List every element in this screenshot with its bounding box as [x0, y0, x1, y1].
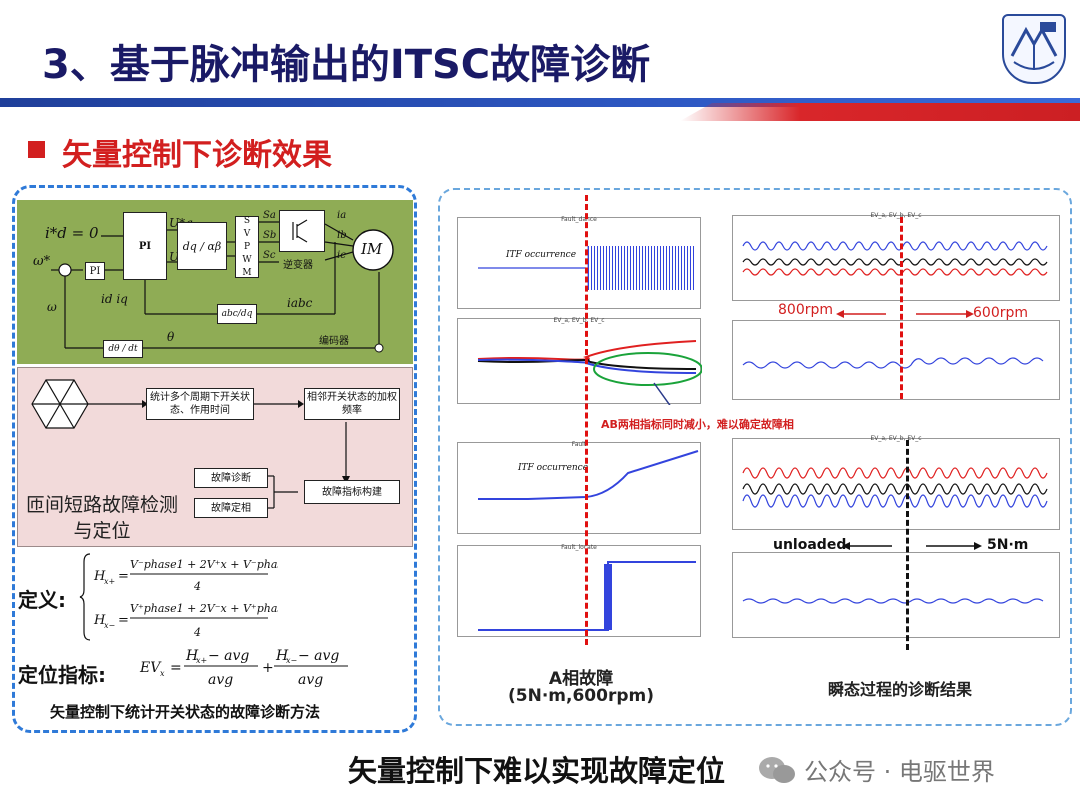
section-subtitle: 矢量控制下诊断效果 — [62, 138, 332, 173]
load-right-label: 5N·m — [987, 537, 1029, 553]
svg-text:=: = — [118, 569, 129, 584]
definition-formula: Hx+= V⁻phase1 + 2V⁺x + V⁻phase2 4 Hx−= V… — [79, 553, 278, 641]
plot-ev-load-change: EV_a, EV_b, EV_c — [732, 435, 1060, 530]
inverter-block — [279, 210, 325, 252]
plot-ev-speed-change-b — [732, 320, 1060, 400]
speed-right-label: 600rpm — [973, 305, 1029, 321]
derivative-block: dθ / dt — [103, 340, 143, 358]
igbt-icon — [292, 219, 308, 243]
omega-ref-label: ω* — [33, 254, 51, 269]
svg-text:x+: x+ — [196, 656, 207, 665]
flow-box-locate: 故障定相 — [194, 498, 268, 518]
itf-label-1: ITF occurrence — [506, 250, 577, 260]
caption-left-line2: (5N·m,600rpm) — [508, 686, 654, 706]
pi-speed-block: PI — [85, 262, 105, 280]
page-title: 3、基于脉冲输出的ITSC故障诊断 — [42, 42, 651, 88]
svg-text:+: + — [262, 660, 274, 676]
header-accent-bar — [680, 103, 1080, 121]
svg-text:4: 4 — [193, 580, 201, 593]
svg-text:x+: x+ — [104, 577, 115, 586]
ia-label: ia — [337, 210, 347, 221]
plot-ev-indicators-a: EV_a, EV_b, EV_c — [457, 317, 703, 412]
speed-arrows — [836, 310, 974, 318]
caption-right: 瞬态过程的诊断结果 — [827, 680, 972, 699]
fault-time-marker — [585, 195, 588, 645]
caption-left-line1: A相故障 — [548, 669, 614, 689]
pi-current-block: PI — [123, 212, 167, 280]
flow-arrows — [31, 379, 350, 509]
speed-change-marker — [900, 217, 903, 399]
svg-text:H: H — [93, 613, 106, 628]
watermark-text: 公众号 · 电驱世界 — [804, 758, 995, 786]
left-method-panel — [12, 185, 417, 733]
sc-label: Sc — [263, 250, 276, 261]
right-results-panel — [438, 188, 1072, 726]
load-left-label: unloaded — [773, 537, 847, 553]
abc-dq-block: abc/dq — [217, 304, 257, 324]
left-caption: 矢量控制下统计开关状态的故障诊断方法 — [50, 703, 321, 721]
svg-text:x−: x− — [286, 656, 297, 665]
bullet-square-icon — [28, 141, 45, 158]
fault-oscillation — [588, 246, 696, 290]
flow-box-weighted-frequency: 相邻开关状态的加权频率 — [304, 388, 400, 420]
flow-box-diagnosis: 故障诊断 — [194, 468, 268, 488]
svg-text:H: H — [185, 648, 199, 664]
svg-text:H: H — [93, 569, 106, 584]
definition-label: 定义: — [18, 588, 66, 612]
dq-alphabeta-block: dq / αβ — [177, 222, 227, 270]
control-block-diagram: i*d = 0 ω* PI PI U*q U*d dq / αβ S V P W… — [17, 200, 413, 364]
header-divider — [0, 98, 1080, 107]
plot-ev-speed-change: EV_a, EV_b, EV_c — [732, 212, 1060, 301]
conclusion-text: 矢量控制下难以实现故障定位 — [348, 754, 726, 788]
theta-label: θ — [167, 330, 175, 344]
encoder-label: 编码器 — [319, 336, 349, 347]
omega-label: ω — [47, 300, 57, 314]
university-logo — [1002, 14, 1066, 84]
wechat-icon — [757, 754, 797, 786]
id-ref-label: i*d = 0 — [45, 224, 99, 242]
load-arrows — [842, 542, 982, 550]
locate-label: 定位指标: — [18, 663, 106, 687]
diagnosis-flow-panel: 统计多个周期下开关状态、作用时间 相邻开关状态的加权频率 故障指标构建 故障诊断… — [17, 367, 413, 547]
svg-text:x: x — [160, 669, 165, 678]
svg-text:=: = — [170, 660, 182, 676]
svg-text:− avg: − avg — [298, 648, 339, 664]
sa-label: Sa — [263, 210, 276, 221]
svg-text:avg: avg — [298, 672, 323, 688]
sb-label: Sb — [263, 230, 277, 241]
id-iq-label: id iq — [101, 292, 128, 306]
svg-text:=: = — [118, 613, 129, 628]
flow-description: 匝间短路故障检测与定位 — [25, 494, 178, 542]
speed-left-label: 800rpm — [778, 302, 834, 318]
motor-label: IM — [361, 240, 383, 258]
svg-text:V⁻phase1 + 2V⁺x + V⁻phase2: V⁻phase1 + 2V⁺x + V⁻phase2 — [130, 558, 278, 571]
svg-text:EV: EV — [139, 660, 162, 676]
annotation-text: AB两相指标同时减小，难以确定故障相 — [601, 418, 794, 431]
svg-text:x−: x− — [104, 621, 115, 630]
svg-text:4: 4 — [193, 626, 201, 639]
load-change-marker — [906, 440, 909, 650]
plot-fault-signal: Fault_dance ITF occurrence — [457, 216, 701, 309]
ib-label: ib — [337, 230, 347, 241]
ic-label: ic — [337, 250, 346, 261]
svg-text:V⁺phase1 + 2V⁻x + V⁺phase2: V⁺phase1 + 2V⁻x + V⁺phase2 — [130, 602, 278, 615]
plot-ev-load-change-b — [732, 552, 1060, 638]
svpwm-block: S V P W M — [235, 216, 259, 278]
plot-fault-indicator-rise: Fault ITF occurrence — [457, 441, 701, 534]
svg-text:H: H — [275, 648, 289, 664]
svg-text:avg: avg — [208, 672, 233, 688]
iabc-label: iabc — [287, 296, 313, 310]
inverter-label: 逆变器 — [283, 260, 313, 271]
flow-box-indicator: 故障指标构建 — [304, 480, 400, 504]
block-diagram-wires — [51, 221, 394, 353]
itf-label-2: ITF occurrence — [518, 463, 589, 473]
flow-box-statistics: 统计多个周期下开关状态、作用时间 — [146, 388, 254, 420]
plot-fault-locate-step: Fault_locate — [457, 544, 701, 637]
svg-text:− avg: − avg — [208, 648, 249, 664]
